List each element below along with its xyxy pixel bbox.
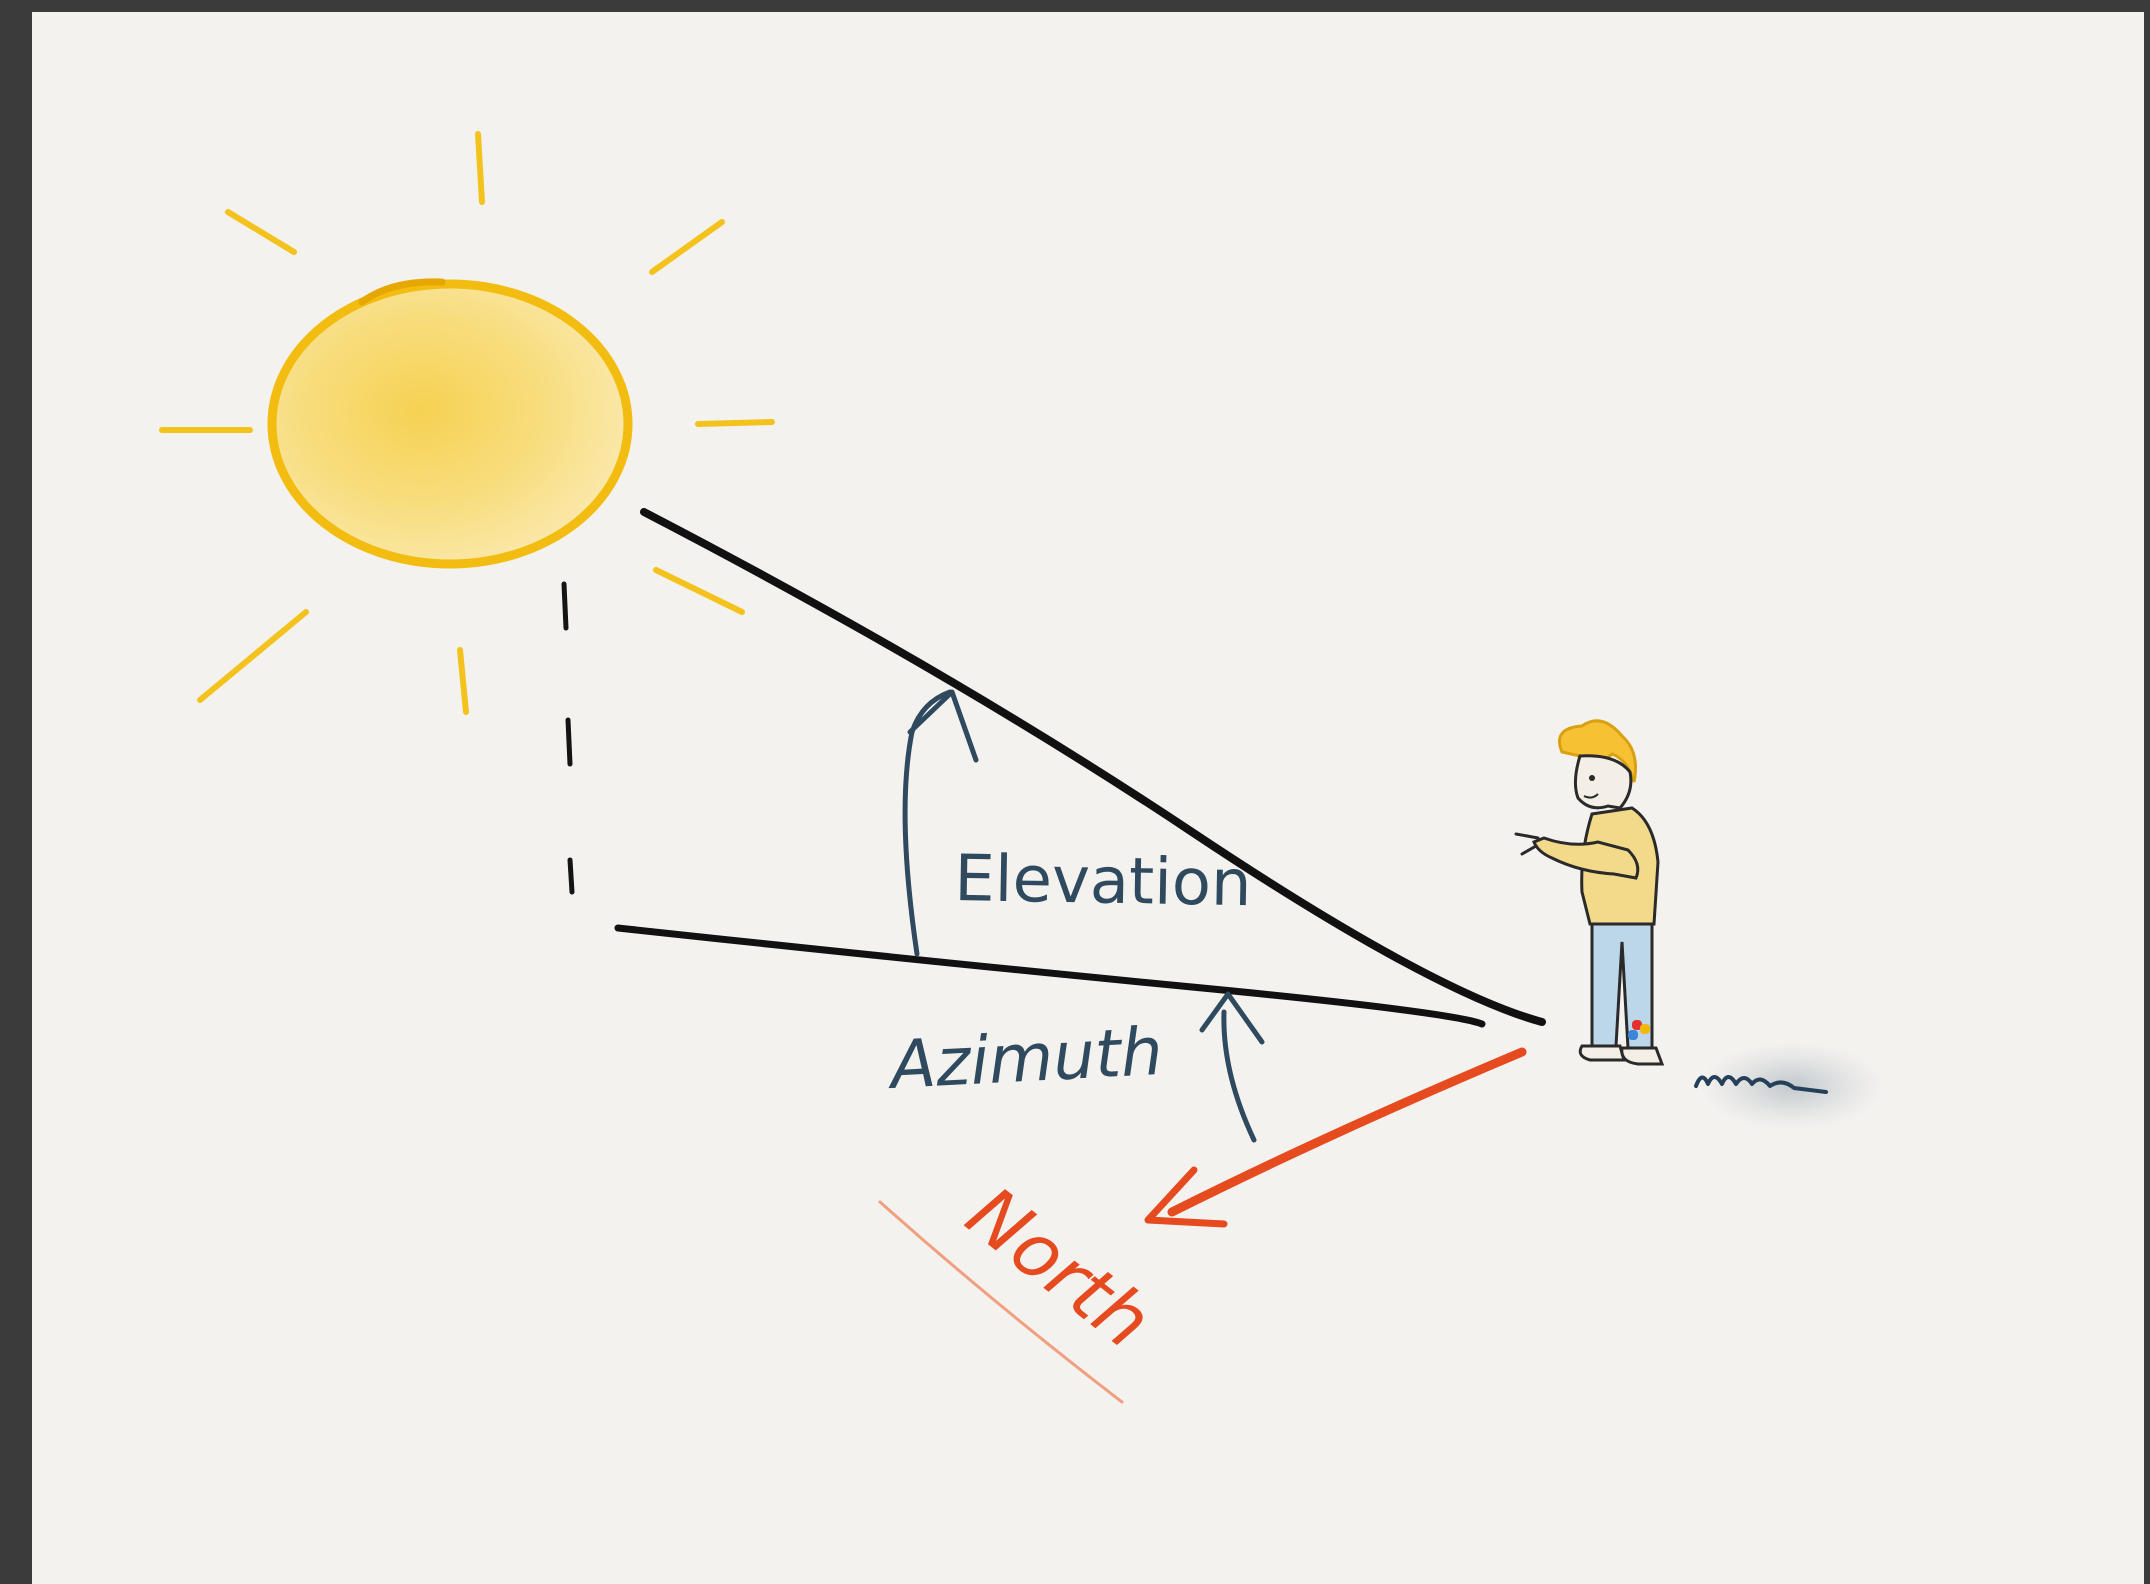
signature-text: uun (32, 12, 34, 13)
sun-drop-line (564, 584, 572, 892)
horizon-line (618, 928, 1482, 1024)
azimuth-arrow (1202, 994, 1262, 1140)
azimuth-label: Azimuth (885, 1013, 1165, 1104)
person-icon (1516, 721, 1662, 1064)
north-arrow (1148, 1052, 1522, 1224)
north-label: North (951, 1170, 1167, 1365)
drawing-canvas: Elevation Azimuth North (32, 12, 2144, 1584)
sun-icon (162, 134, 772, 712)
sun-position-diagram: Elevation Azimuth North (32, 12, 2144, 1584)
elevation-label: Elevation (954, 842, 1253, 921)
